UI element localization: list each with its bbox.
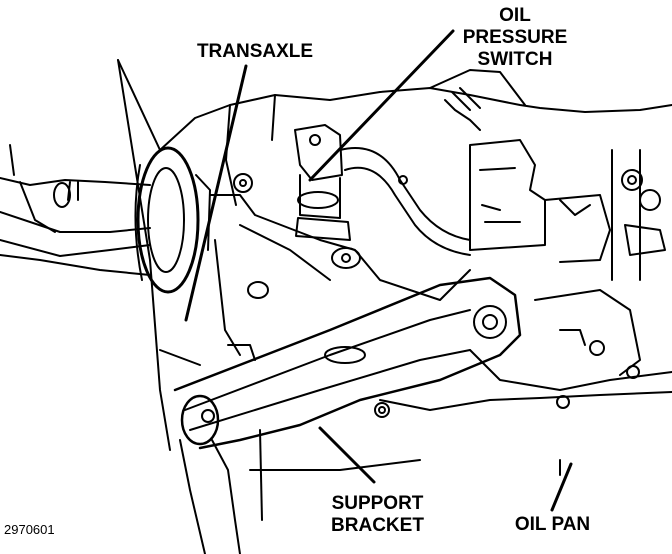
- leader-lines: [184, 29, 573, 512]
- support-bracket-label: SUPPORT BRACKET: [320, 493, 435, 537]
- oil-pressure-switch-label: OIL PRESSURE SWITCH: [455, 5, 575, 71]
- oil-pan-drawing: [249, 289, 672, 521]
- transaxle-case: [159, 173, 471, 366]
- oil-pressure-switch-label-line-2: PRESSURE: [462, 27, 568, 48]
- support-bracket-drawing: [173, 276, 522, 554]
- transaxle-label: TRANSAXLE: [196, 41, 314, 62]
- figure-number: 2970601: [4, 522, 55, 537]
- oil-pressure-switch-label-line-1: OIL: [499, 5, 531, 26]
- oil-pressure-switch-leader: [308, 29, 455, 182]
- engine-block-outline: [117, 59, 672, 451]
- oil-pan-leader: [550, 462, 573, 512]
- oil-pressure-switch-drawing: [294, 124, 471, 256]
- oil-pressure-switch-label-line-3: SWITCH: [477, 49, 553, 70]
- support-bracket-label-line-1: SUPPORT: [331, 493, 424, 514]
- oil-pan-label: OIL PAN: [514, 514, 591, 535]
- support-bracket-leader: [318, 426, 376, 484]
- transaxle-leader: [184, 64, 248, 322]
- axle-flange: [0, 144, 211, 294]
- support-bracket-label-line-2: BRACKET: [331, 515, 424, 536]
- electrical-connector: [469, 139, 666, 263]
